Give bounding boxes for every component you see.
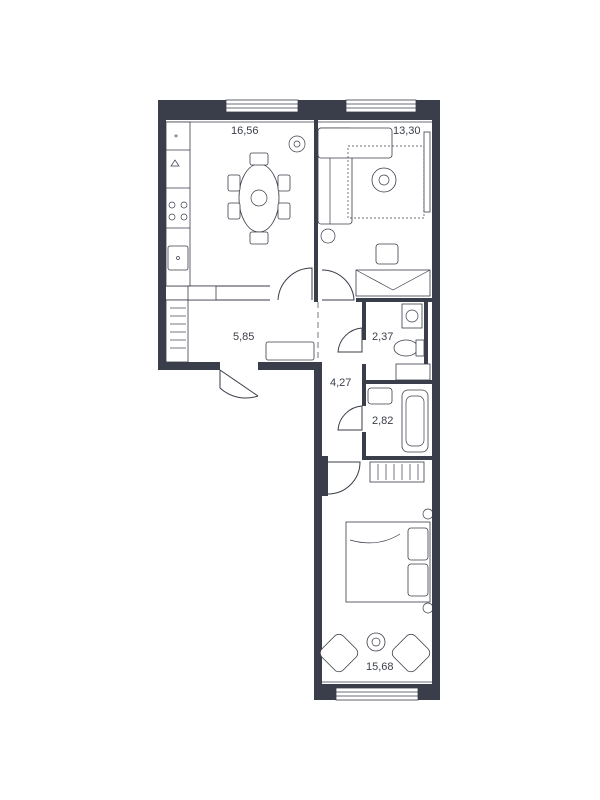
- area-hall: 5,85: [233, 331, 254, 343]
- side-table: [366, 632, 386, 652]
- area-bathroom: 2,82: [372, 415, 393, 427]
- bathroom-fixtures: [367, 387, 429, 453]
- tv: [423, 131, 431, 213]
- kitchen-sink: [167, 245, 189, 271]
- bathtub: [401, 389, 429, 453]
- bedroom-furniture: [319, 461, 434, 673]
- coffee-table: [371, 167, 397, 193]
- chair: [227, 202, 241, 220]
- chair: [249, 152, 269, 166]
- window-bedroom: [335, 687, 419, 701]
- area-toilet: 2,37: [372, 331, 393, 343]
- svg-text:*: *: [174, 133, 178, 142]
- toilet-fixtures: [393, 303, 431, 381]
- dining-table: [238, 163, 280, 233]
- desk: [355, 269, 431, 297]
- area-room-1: 13,30: [393, 125, 421, 137]
- armchair: [319, 633, 359, 673]
- armchair: [391, 633, 431, 673]
- area-bedroom: 15,68: [366, 661, 394, 673]
- doors: [219, 267, 363, 495]
- chair: [249, 231, 269, 245]
- window-kitchen: [225, 99, 299, 113]
- kitchen-furniture: *: [165, 121, 306, 287]
- bedroom-wardrobe: [369, 461, 425, 483]
- chair: [227, 174, 241, 192]
- room-1-furniture: [317, 127, 431, 297]
- bathroom-sink: [367, 387, 393, 405]
- chair: [277, 174, 291, 192]
- area-corridor: 4,27: [330, 377, 351, 389]
- bench: [265, 341, 315, 361]
- hall-furniture: [165, 285, 315, 363]
- windows: [166, 99, 432, 701]
- area-kitchen-living: 16,56: [231, 125, 259, 137]
- desk-chair: [375, 243, 399, 265]
- wardrobe: [165, 299, 189, 363]
- toilet-bowl: [393, 339, 419, 357]
- exterior-walls: [158, 100, 440, 700]
- window-room-1: [345, 99, 417, 113]
- chair: [277, 202, 291, 220]
- area-labels: 16,56 13,30 5,85 2,37 4,27 2,82 15,68: [231, 125, 421, 673]
